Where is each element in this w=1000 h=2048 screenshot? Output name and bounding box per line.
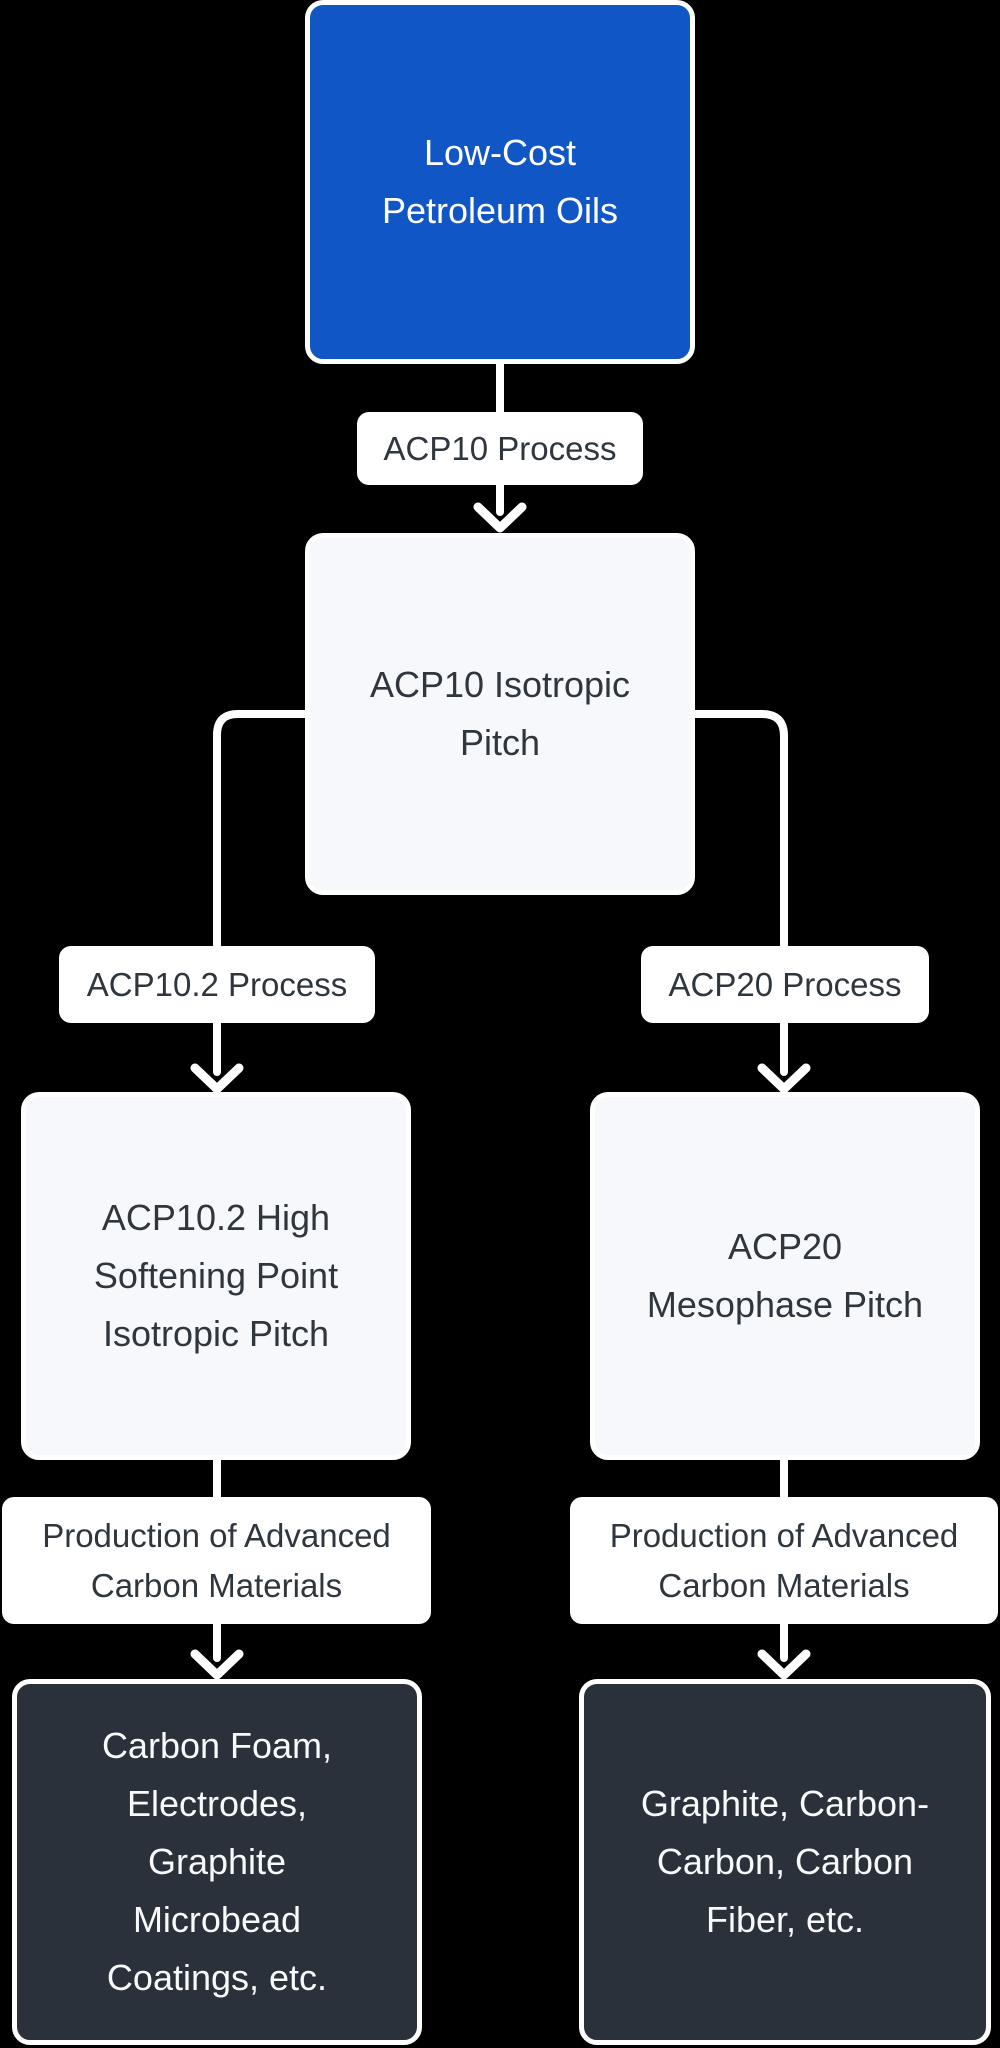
edge-label-acp102-process: ACP10.2 Process [59, 946, 375, 1023]
arrowhead-down-icon-products-right [757, 1649, 811, 1680]
edge-label-acp20-process: ACP20 Process [641, 946, 929, 1023]
node-acp20-mesophase-pitch: ACP20 Mesophase Pitch [590, 1092, 980, 1460]
node-graphite-carbon-carbon-carbon-fiber: Graphite, Carbon- Carbon, Carbon Fiber, … [579, 1679, 991, 2045]
node-low-cost-petroleum-oils: Low-Cost Petroleum Oils [305, 0, 695, 364]
connector-branch-left [213, 710, 316, 1076]
edge-label-production-left: Production of Advanced Carbon Materials [2, 1497, 431, 1624]
arrowhead-down-icon-acp20 [757, 1063, 811, 1094]
arrowhead-down-icon-products-left [190, 1649, 244, 1680]
node-acp10-isotropic-pitch: ACP10 Isotropic Pitch [305, 533, 695, 895]
edge-label-production-right: Production of Advanced Carbon Materials [570, 1497, 998, 1624]
arrowhead-down-icon-acp10 [473, 502, 527, 533]
node-carbon-foam-electrodes-graphite-microbead-coatings: Carbon Foam, Electrodes, Graphite Microb… [12, 1679, 422, 2045]
node-acp102-high-softening-point-isotropic-pitch: ACP10.2 High Softening Point Isotropic P… [21, 1092, 411, 1460]
connector-branch-right [684, 710, 788, 1076]
edge-label-acp10-process: ACP10 Process [357, 412, 643, 485]
arrowhead-down-icon-acp102 [190, 1063, 244, 1094]
